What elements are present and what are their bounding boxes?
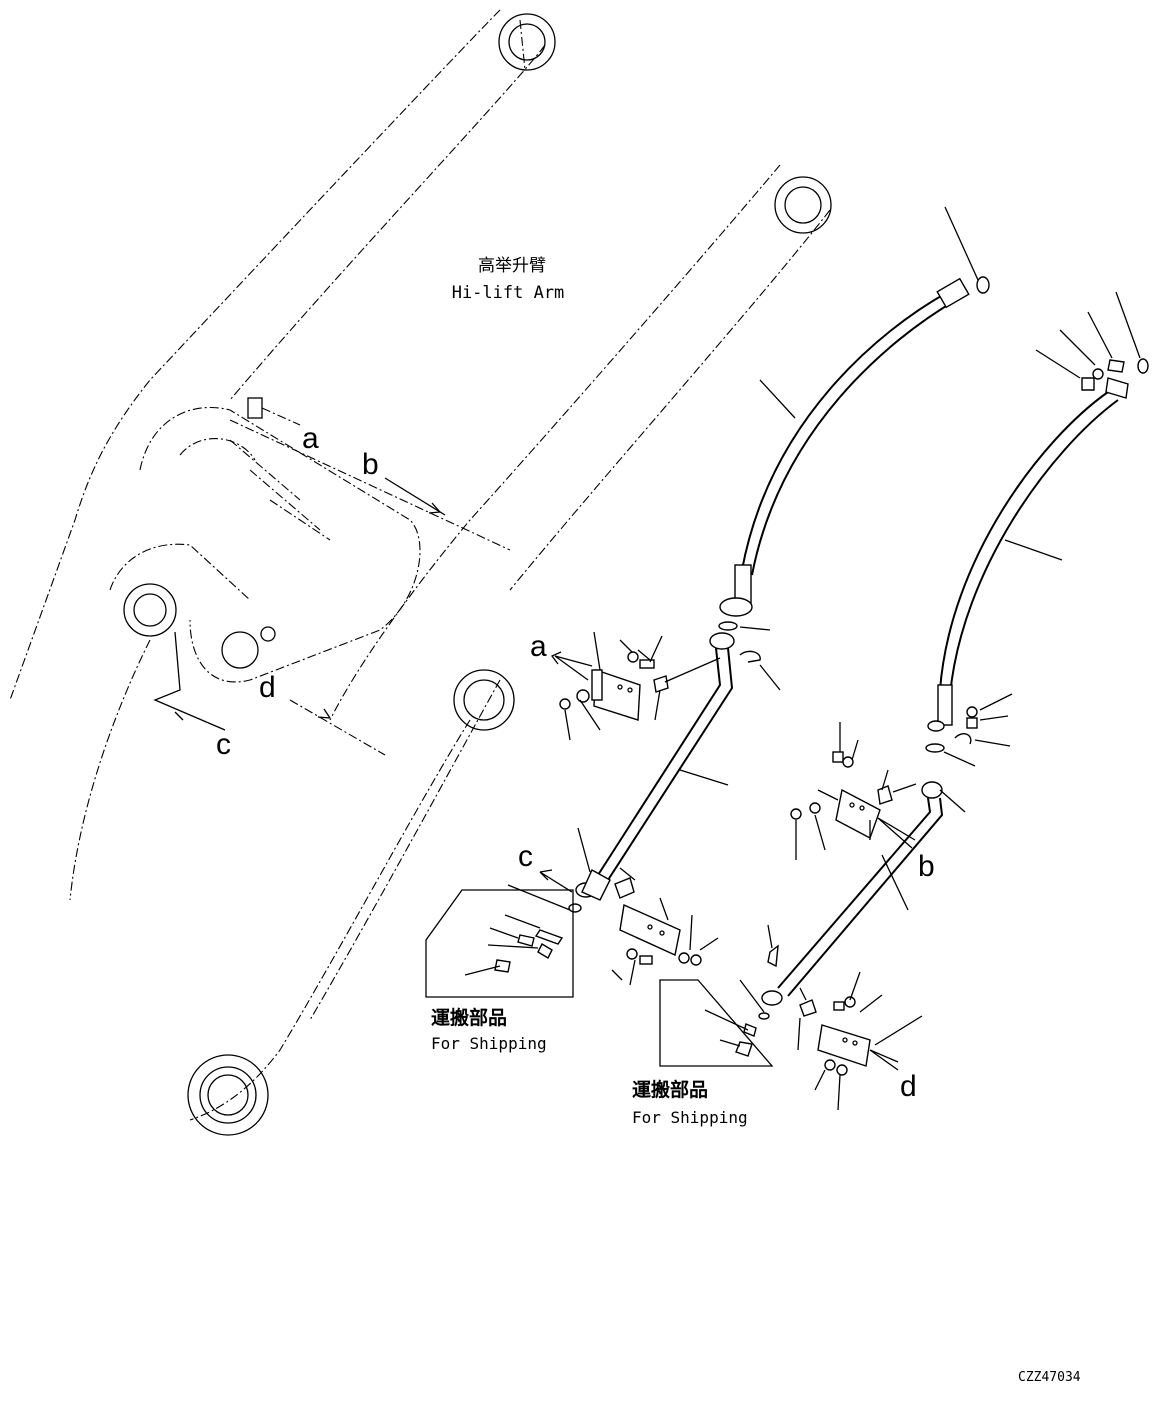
callout-d-arm: d [259, 671, 276, 704]
callout-c-parts: c [518, 840, 533, 873]
callout-b-parts: b [918, 850, 935, 883]
shipping-right-english: For Shipping [632, 1108, 748, 1127]
shipping-left-english: For Shipping [431, 1034, 547, 1053]
callout-d-parts: d [900, 1070, 917, 1103]
callout-c-arm: c [216, 728, 231, 761]
drawing-code: CZZ47034 [1018, 1370, 1081, 1385]
shipping-panel-right: 運搬部品 For Shipping [632, 979, 774, 1127]
shipping-left-chinese: 運搬部品 [431, 1006, 507, 1029]
lift-arm [9, 9, 832, 1136]
callout-a-arm: a [302, 422, 319, 455]
arm-reference-lines [153, 407, 511, 756]
shipping-panel-left: 運搬部品 For Shipping [425, 889, 574, 1053]
callout-b-arm: b [362, 448, 379, 481]
left-hose-assembly [507, 206, 990, 986]
arm-label-english: Hi-lift Arm [452, 283, 565, 303]
callout-a-parts: a [530, 630, 547, 663]
arm-label-chinese: 高举升臂 [478, 256, 546, 276]
shipping-right-chinese: 運搬部品 [632, 1078, 708, 1101]
right-hose-assembly [761, 291, 1149, 1111]
